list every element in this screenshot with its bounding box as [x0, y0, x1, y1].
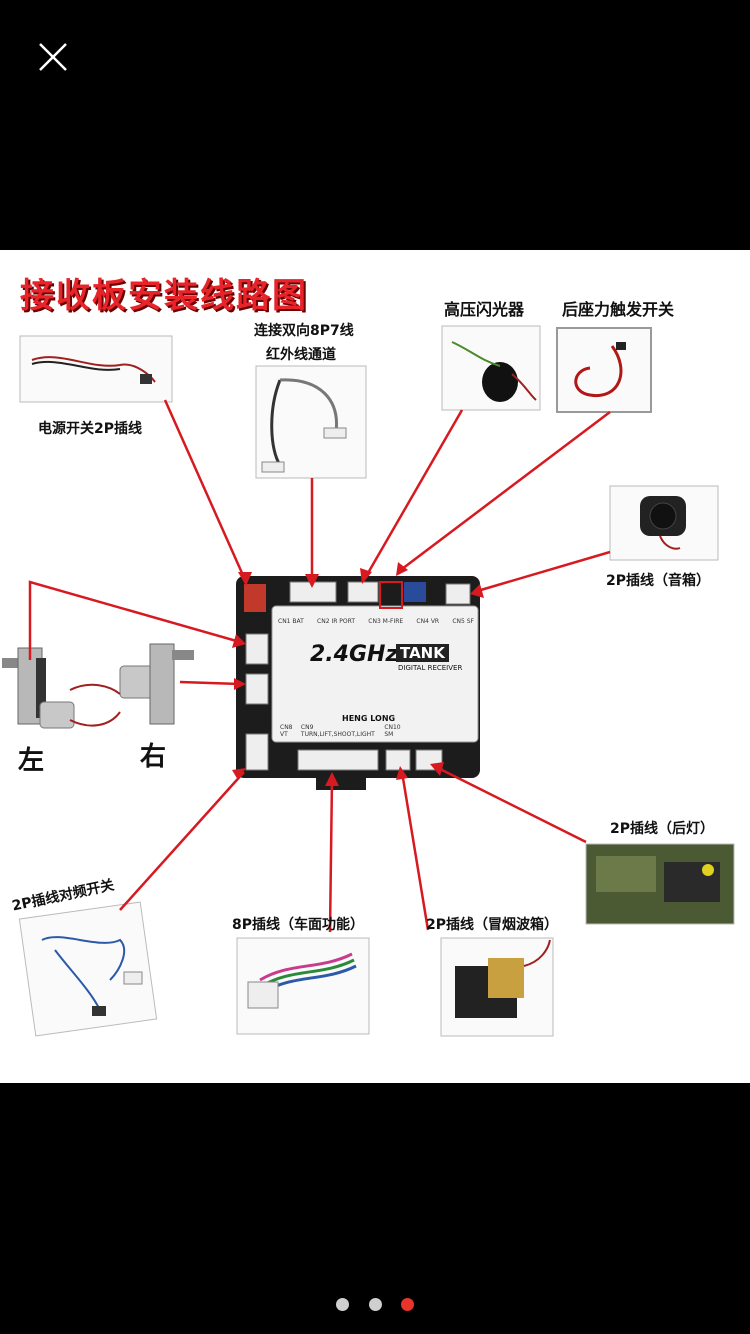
- label-power-switch: 电源开关2P插线: [38, 418, 142, 438]
- label-speaker: 2P插线（音箱）: [606, 570, 710, 590]
- label-smoke: 2P插线（冒烟波箱）: [426, 914, 558, 934]
- page-dot[interactable]: [336, 1298, 349, 1311]
- page-indicator: [0, 1296, 750, 1312]
- label-flash: 高压闪光器: [444, 296, 524, 320]
- motor-left: [2, 648, 74, 728]
- label-recoil: 后座力触发开关: [562, 296, 674, 320]
- board-port: CN1 BAT: [278, 618, 304, 634]
- board-port: CN4 VR: [416, 618, 439, 634]
- label-turret: 8P插线（车面功能）: [232, 914, 364, 934]
- thumb-flash: [442, 326, 540, 410]
- board-model: TANK: [396, 644, 449, 662]
- board-subtitle: DIGITAL RECEIVER: [398, 664, 462, 672]
- thumb-smoke: [441, 938, 553, 1036]
- label-ir-line2: 红外线通道: [266, 344, 336, 364]
- label-taillight: 2P插线（后灯）: [610, 818, 714, 838]
- label-right: 右: [140, 736, 166, 773]
- thumb-turret: [237, 938, 369, 1034]
- thumb-ir-cable: [256, 366, 366, 478]
- thumb-speaker: [610, 486, 718, 560]
- motor-right: [70, 644, 194, 726]
- label-ir-line1: 连接双向8P7线: [254, 320, 354, 340]
- board-port: CN2 IR PORT: [317, 618, 355, 634]
- board-ports-top: CN1 BAT CN2 IR PORT CN3 M-FIRE CN4 VR CN…: [278, 618, 474, 634]
- board-port: CN8 VT: [280, 724, 301, 738]
- board-port: CN3 M-FIRE: [368, 618, 403, 634]
- receiver-board: [236, 576, 480, 790]
- page-dot-active[interactable]: [401, 1298, 414, 1311]
- label-left: 左: [18, 740, 44, 777]
- board-port: CN10 SM: [384, 724, 410, 738]
- thumb-power-switch: [20, 336, 172, 402]
- board-brand: 2.4GHz: [310, 642, 398, 667]
- thumb-pairing: [19, 902, 156, 1036]
- thumb-recoil: [557, 328, 651, 412]
- board-ports-bottom: CN8 VT CN9 TURN,LIFT,SHOOT,LIGHT CN10 SM: [280, 724, 410, 738]
- board-maker: HENG LONG: [342, 714, 395, 723]
- board-port: CN9 TURN,LIFT,SHOOT,LIGHT: [301, 724, 384, 738]
- close-icon[interactable]: [30, 34, 76, 80]
- page-dot[interactable]: [369, 1298, 382, 1311]
- thumb-taillight: [586, 844, 734, 924]
- diagram-image: 接收板安装线路图 电源开关2P插线 连接双向8P7线 红外线通道 高压闪光器 后…: [0, 250, 750, 1083]
- board-port: CN5 SF: [452, 618, 474, 634]
- diagram-title: 接收板安装线路图: [20, 268, 308, 317]
